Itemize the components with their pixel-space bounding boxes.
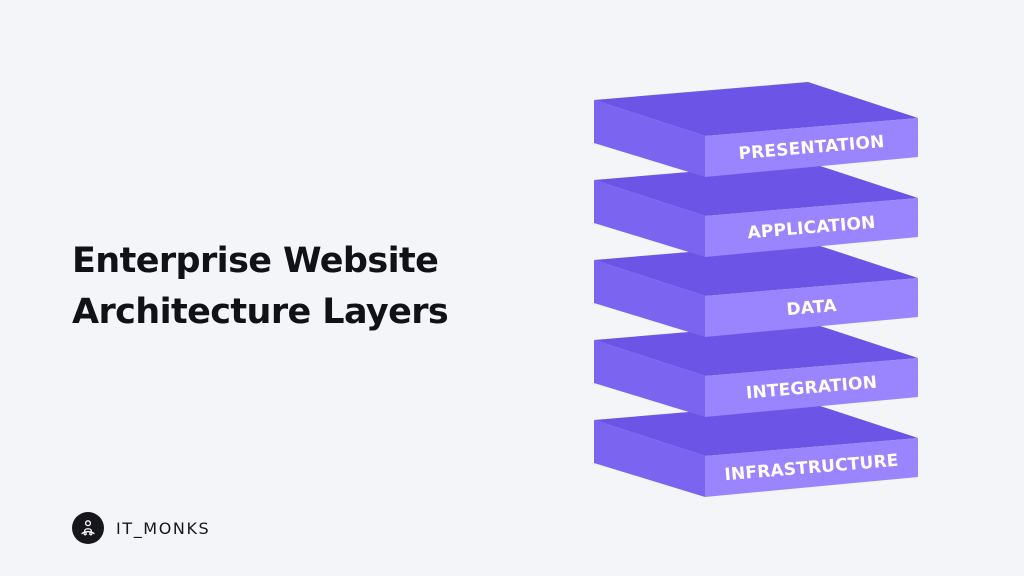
layer-data-front bbox=[705, 278, 918, 337]
layer-data-top bbox=[594, 242, 918, 296]
title-line-2: Architecture Layers bbox=[72, 292, 449, 332]
layer-application-left bbox=[594, 180, 705, 257]
layer-application-top bbox=[594, 162, 918, 216]
brand-name: IT_MONKS bbox=[116, 518, 211, 538]
layer-data-label: DATA bbox=[786, 296, 838, 320]
layer-presentation-top bbox=[594, 82, 918, 136]
monk-icon bbox=[72, 512, 104, 544]
layer-presentation-front bbox=[705, 118, 918, 177]
brand: IT_MONKS bbox=[72, 512, 210, 544]
layer-infrastructure: INFRASTRUCTURE bbox=[594, 402, 918, 497]
layer-integration: INTEGRATION bbox=[594, 322, 918, 417]
layer-data-left bbox=[594, 260, 705, 337]
layer-application-front bbox=[705, 198, 918, 257]
title-line-1: Enterprise Website bbox=[72, 241, 439, 281]
layer-integration-top bbox=[594, 322, 918, 376]
layer-infrastructure-left bbox=[594, 420, 705, 497]
layer-infrastructure-top bbox=[594, 402, 918, 456]
layer-presentation-left bbox=[594, 100, 705, 177]
layer-presentation: PRESENTATION bbox=[594, 82, 918, 177]
layer-application: APPLICATION bbox=[594, 162, 918, 257]
layer-integration-front bbox=[705, 358, 918, 417]
layer-data: DATA bbox=[594, 242, 918, 337]
page-title: Enterprise Website Architecture Layers bbox=[72, 236, 449, 338]
layer-infrastructure-front bbox=[705, 438, 918, 497]
layer-integration-left bbox=[594, 340, 705, 417]
